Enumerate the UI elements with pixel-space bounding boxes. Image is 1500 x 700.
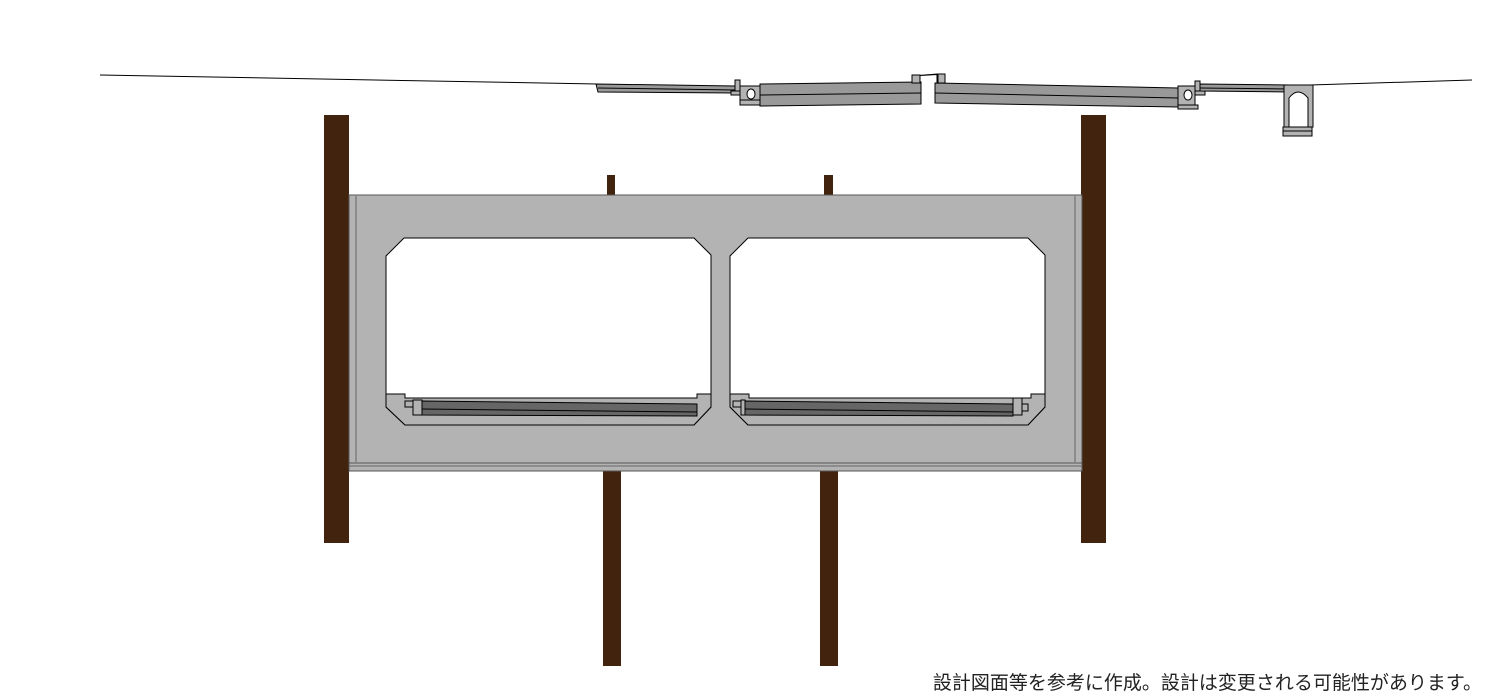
caption-note: 設計図面等を参考に作成。設計は変更される可能性があります。 — [932, 672, 1482, 694]
ground-line — [99, 74, 598, 85]
left-cell — [385, 237, 712, 426]
left-sheet-pile — [324, 115, 349, 543]
side-gutter — [1283, 84, 1314, 128]
left-bearing — [734, 79, 741, 93]
box-culvert — [348, 194, 1083, 472]
ground-line-right — [1309, 79, 1473, 86]
right-channel — [732, 397, 1029, 417]
right-sheet-pile — [1081, 115, 1106, 543]
foundation-pile-left — [603, 471, 621, 666]
surface-structure — [595, 73, 1314, 137]
left-channel — [404, 399, 698, 417]
foundation-pile-right — [820, 471, 838, 666]
right-cell — [729, 237, 1046, 426]
top-post-left — [607, 175, 615, 195]
top-post-right — [824, 175, 833, 195]
base-slab — [348, 462, 1083, 472]
